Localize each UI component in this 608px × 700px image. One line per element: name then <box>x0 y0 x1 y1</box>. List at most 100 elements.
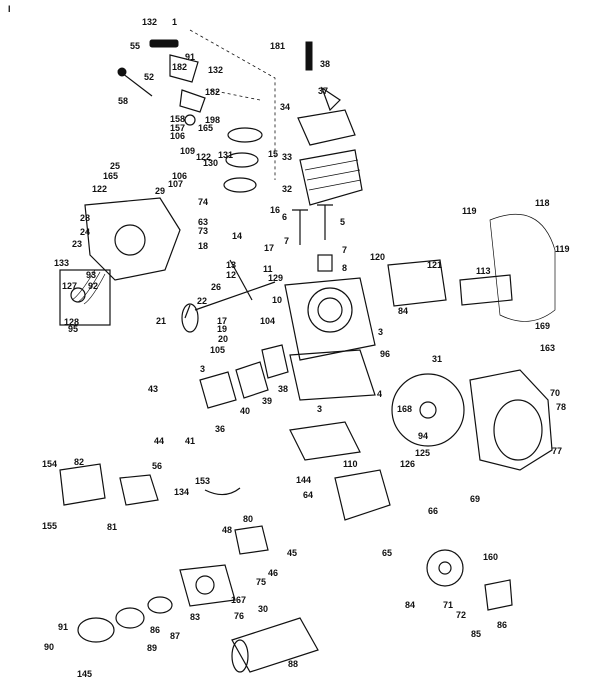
part-callout-33: 33 <box>282 152 293 162</box>
part-callout-127: 127 <box>62 281 78 291</box>
part-callout-11: 11 <box>263 264 273 274</box>
part-callout-37: 37 <box>318 86 329 96</box>
part-callout-70: 70 <box>550 388 561 398</box>
part-callout-32: 32 <box>282 184 293 194</box>
part-callout-17: 17 <box>217 316 228 326</box>
part-engine-block <box>284 277 376 361</box>
part-callout-167: 167 <box>231 595 247 605</box>
part-callout-165: 165 <box>198 123 214 133</box>
part-callout-163: 163 <box>540 343 556 353</box>
part-callout-113: 113 <box>476 266 491 276</box>
part-head-fins <box>304 159 362 191</box>
part-carb-cover <box>59 463 106 506</box>
part-callout-39: 39 <box>262 396 273 406</box>
part-callout-154: 154 <box>42 459 58 469</box>
part-rocker-arm <box>320 86 341 112</box>
part-callout-38: 38 <box>278 384 289 394</box>
part-callout-55: 55 <box>130 41 141 51</box>
part-cylinder-head <box>299 149 363 206</box>
part-callout-65: 65 <box>382 548 393 558</box>
part-callout-16: 16 <box>270 205 281 215</box>
part-callout-3: 3 <box>200 364 206 374</box>
part-manifold <box>119 474 159 506</box>
part-callout-31: 31 <box>432 354 443 364</box>
part-callout-38: 38 <box>320 59 331 69</box>
part-callout-78: 78 <box>556 402 567 412</box>
part-callout-40: 40 <box>240 406 251 416</box>
part-callout-14: 14 <box>232 231 243 241</box>
part-callout-93: 93 <box>86 270 97 280</box>
part-callout-95: 95 <box>68 324 79 334</box>
part-callout-72: 72 <box>456 610 467 620</box>
part-callout-23: 23 <box>72 239 83 249</box>
part-callout-104: 104 <box>260 316 276 326</box>
guide-line <box>209 89 261 101</box>
part-callout-134: 134 <box>174 487 190 497</box>
part-callout-128: 128 <box>64 317 80 327</box>
part-callout-63: 63 <box>198 217 209 227</box>
part-callout-52: 52 <box>144 72 155 82</box>
part-callout-20: 20 <box>218 334 229 344</box>
part-flywheel-hub <box>419 401 437 419</box>
part-callout-3: 3 <box>378 327 384 337</box>
part-callout-168: 168 <box>397 404 413 414</box>
part-callout-84: 84 <box>405 600 416 610</box>
part-callout-83: 83 <box>190 612 201 622</box>
part-callout-121: 121 <box>427 260 443 270</box>
part-callout-81: 81 <box>107 522 118 532</box>
part-plate <box>261 344 289 379</box>
part-rocker-plate <box>297 109 356 146</box>
part-inset-box <box>59 269 111 326</box>
part-piston-ring <box>227 127 263 143</box>
part-callout-22: 22 <box>197 296 208 306</box>
part-callout-8: 8 <box>342 263 348 273</box>
part-callout-110: 110 <box>343 459 358 469</box>
part-callout-58: 58 <box>118 96 129 106</box>
part-crankcase-cover <box>84 197 181 281</box>
part-callout-90: 90 <box>44 642 55 652</box>
part-callout-133: 133 <box>54 258 70 268</box>
part-callout-21: 21 <box>156 316 167 326</box>
part-callout-5: 5 <box>340 217 346 227</box>
part-callout-91: 91 <box>185 52 196 62</box>
part-flywheel <box>391 373 465 447</box>
part-bracket-plate <box>459 274 513 306</box>
part-pulley-hub <box>438 561 452 575</box>
part-callout-105: 105 <box>210 345 226 355</box>
part-callout-18: 18 <box>198 241 209 251</box>
part-carb-bore <box>195 575 215 595</box>
part-callout-77: 77 <box>552 446 563 456</box>
guide-line <box>189 29 276 180</box>
part-spring <box>317 254 333 272</box>
part-callout-120: 120 <box>370 252 386 262</box>
part-bracket <box>179 89 206 113</box>
part-callout-96: 96 <box>380 349 391 359</box>
part-callout-89: 89 <box>147 643 158 653</box>
part-callout-19: 19 <box>217 324 228 334</box>
part-callout-126: 126 <box>400 459 416 469</box>
part-callout-28: 28 <box>80 213 91 223</box>
part-callout-43: 43 <box>148 384 159 394</box>
part-callout-29: 29 <box>155 186 166 196</box>
part-callout-12: 12 <box>226 270 237 280</box>
part-callout-132: 132 <box>142 17 158 27</box>
part-callout-46: 46 <box>268 568 279 578</box>
part-callout-73: 73 <box>198 226 209 236</box>
part-callout-74: 74 <box>198 197 209 207</box>
part-callout-71: 71 <box>443 600 454 610</box>
part-callout-94: 94 <box>418 431 429 441</box>
part-callout-76: 76 <box>234 611 245 621</box>
part-filter-element <box>115 607 145 629</box>
part-callout-82: 82 <box>74 457 85 467</box>
part-callout-7: 7 <box>284 236 290 246</box>
part-con-rod <box>229 259 253 301</box>
part-callout-10: 10 <box>272 295 283 305</box>
part-callout-181: 181 <box>270 41 286 51</box>
part-callout-7: 7 <box>342 245 348 255</box>
part-gasket <box>235 361 269 399</box>
part-callout-41: 41 <box>185 436 196 446</box>
part-callout-15: 15 <box>268 149 279 159</box>
part-knob <box>117 67 127 77</box>
part-cover-hole <box>114 224 146 256</box>
